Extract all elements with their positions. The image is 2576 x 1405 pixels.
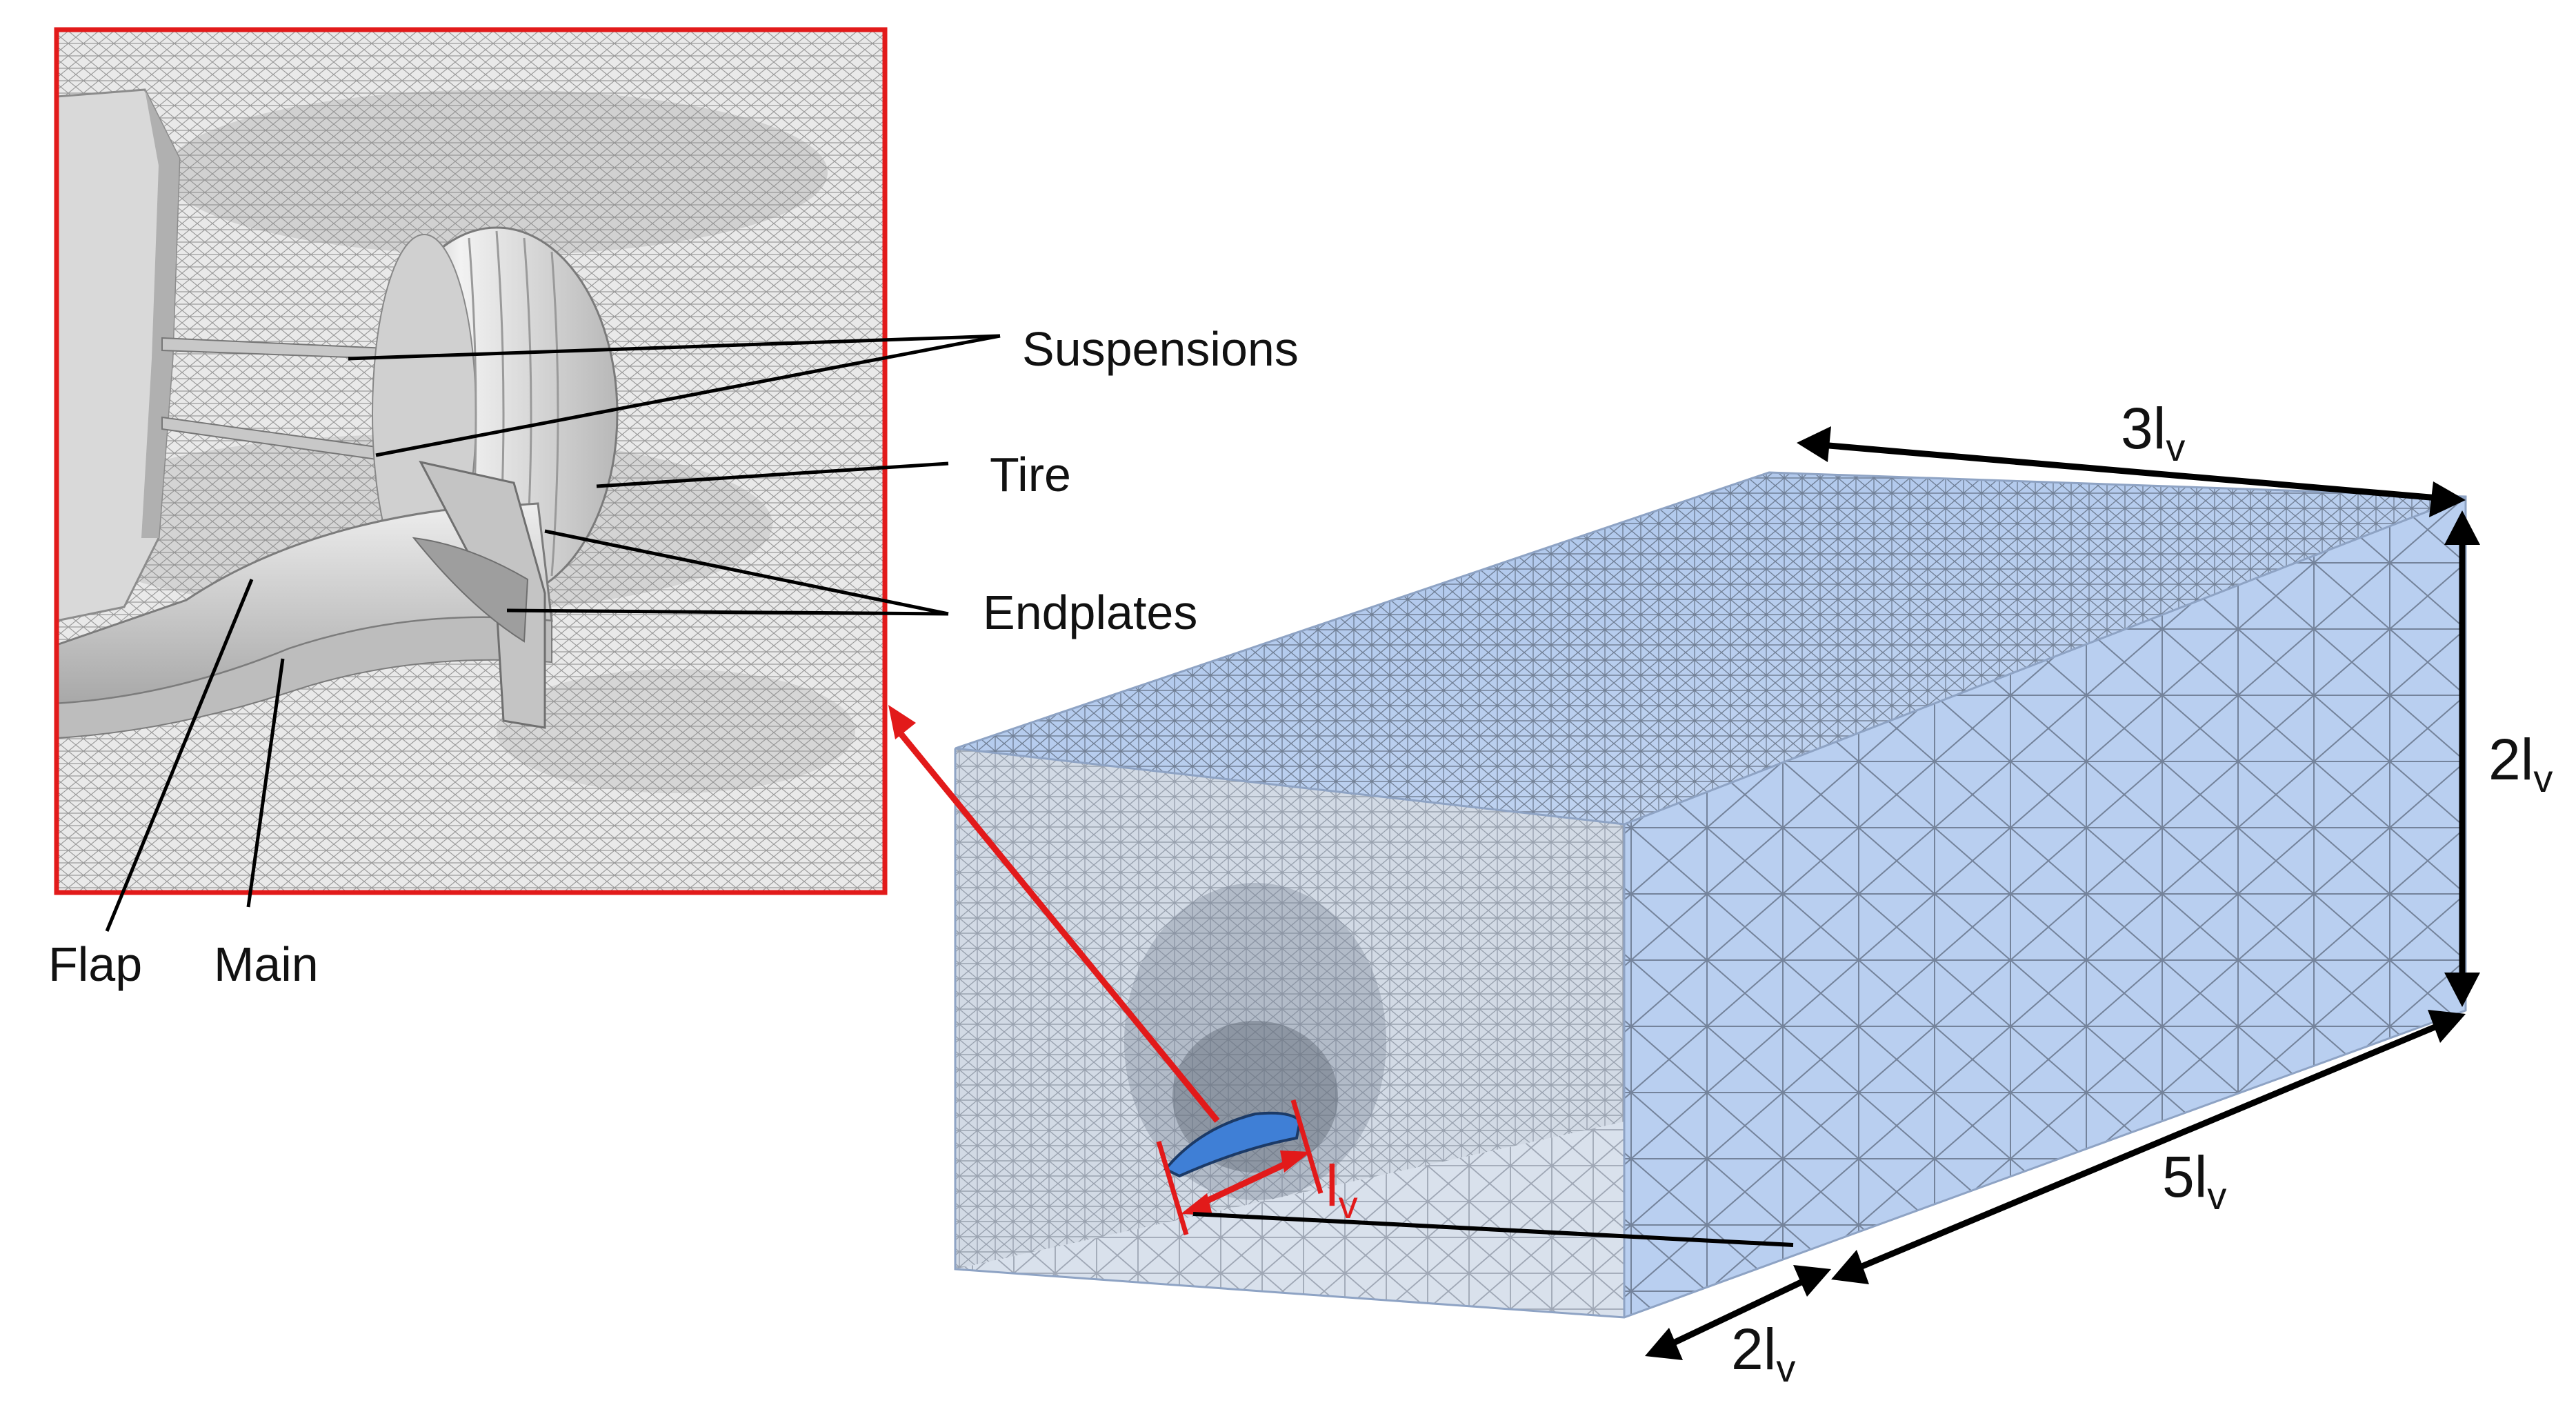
label-height-sub: v	[2533, 757, 2553, 800]
label-main: Main	[214, 937, 319, 991]
label-tire: Tire	[990, 448, 1071, 501]
label-height: 2lv	[2488, 727, 2553, 800]
label-width-sub: v	[2166, 426, 2185, 469]
inset-mesh-dense-patch-3	[497, 669, 855, 793]
label-flap: Flap	[48, 937, 142, 991]
label-model-length-base: l	[1326, 1153, 1339, 1218]
label-width-base: 3l	[2121, 396, 2166, 461]
label-endplates: Endplates	[983, 586, 1197, 639]
label-length-sub: v	[2207, 1174, 2226, 1217]
label-suspensions: Suspensions	[1022, 322, 1299, 376]
label-front-sub: v	[1776, 1346, 1795, 1390]
label-height-base: 2l	[2488, 727, 2533, 792]
label-length-base: 5l	[2162, 1144, 2207, 1209]
label-front-base: 2l	[1731, 1317, 1776, 1382]
label-front: 2lv	[1731, 1317, 1795, 1390]
label-width: 3lv	[2121, 396, 2185, 469]
label-length: 5lv	[2162, 1144, 2226, 1217]
